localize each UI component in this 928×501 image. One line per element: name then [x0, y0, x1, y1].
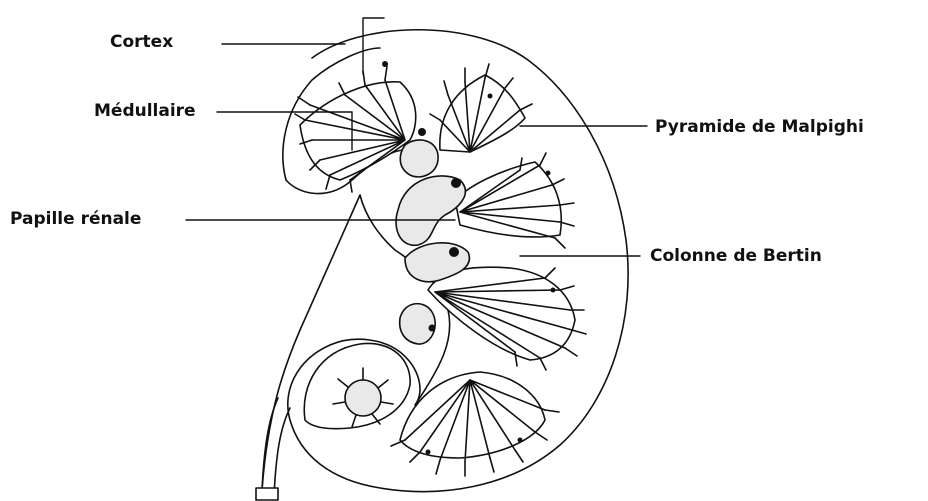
pyramid-upper-middle [430, 64, 532, 152]
label-papille-renale: Papille rénale [10, 211, 141, 228]
pyramid-right-upper [455, 153, 574, 248]
label-cortex: Cortex [110, 34, 173, 51]
leader-lines [186, 18, 647, 256]
pyramid-right-lower [428, 267, 586, 370]
pyramid-upper-left [295, 66, 416, 192]
ureter-wall [274, 408, 290, 496]
papilla-blob-upper [400, 140, 438, 177]
papilla-blob-bottom [400, 304, 436, 344]
label-pyramide-de-malpighi: Pyramide de Malpighi [655, 119, 864, 136]
label-colonne-de-bertin: Colonne de Bertin [650, 248, 822, 265]
cortex-bracket [363, 18, 384, 74]
pyramid-bottom [391, 372, 559, 476]
label-medullaire: Médullaire [94, 103, 196, 120]
ureter-end [256, 488, 278, 500]
